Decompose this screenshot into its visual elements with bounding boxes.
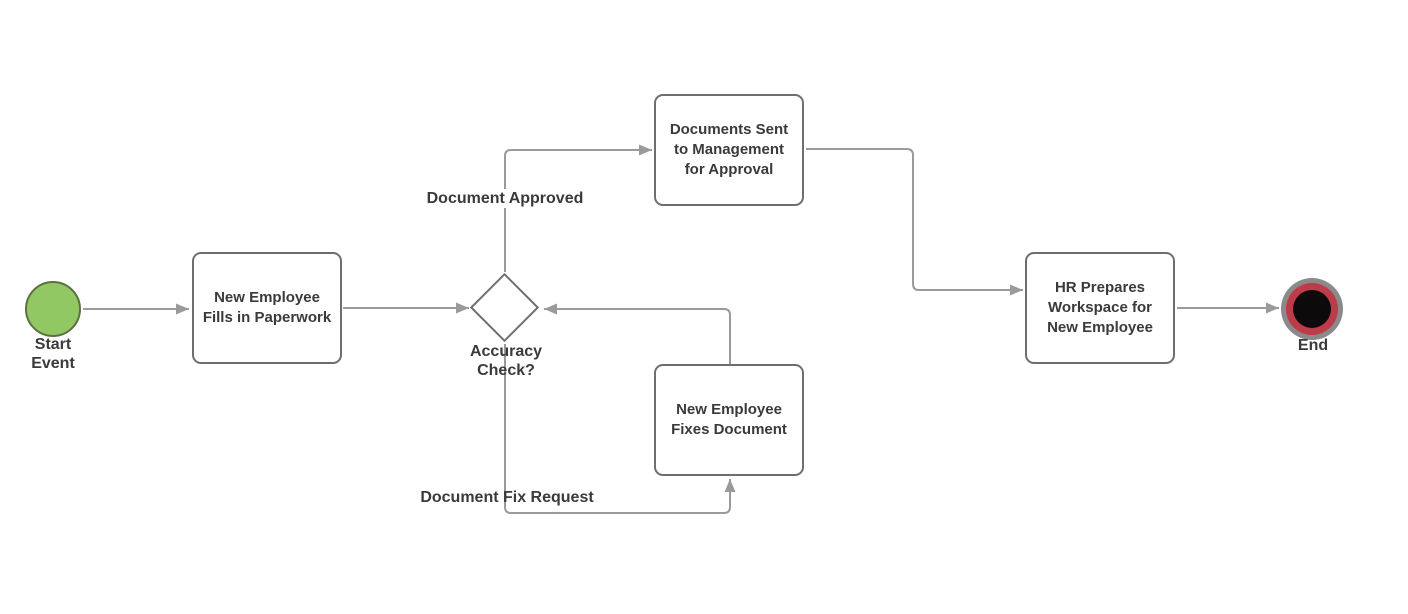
start-event-node [25,281,81,337]
task-documents-sent-label: Documents Sent to Management for Approva… [669,120,789,179]
end-event-ring [1286,283,1338,335]
start-event-label: Start Event [31,336,75,373]
task-fix-document-label: New Employee Fixes Document [671,400,787,438]
task-fill-paperwork: New Employee Fills in Paperwork [192,252,342,364]
task-fix-document: New Employee Fixes Document [654,364,804,476]
connector-fix-to-gateway [544,303,731,364]
edge-label-document-approved: Document Approved [423,189,587,209]
end-event-core [1293,290,1331,328]
connector-management-to-hr [806,148,1023,296]
task-documents-sent: Documents Sent to Management for Approva… [654,94,804,206]
end-event-node [1281,278,1343,340]
connector-gateway-to-fix [504,344,736,514]
task-fill-paperwork-label: New Employee Fills in Paperwork [202,288,332,326]
task-hr-workspace: HR Prepares Workspace for New Employee [1025,252,1175,364]
end-event-label: End [1297,337,1329,354]
task-hr-workspace-label: HR Prepares Workspace for New Employee [1047,278,1153,337]
gateway-accuracy-label: Accuracy Check? [469,343,543,380]
edge-label-document-fix-request: Document Fix Request [420,489,594,506]
connector-gateway-to-management [504,144,652,272]
